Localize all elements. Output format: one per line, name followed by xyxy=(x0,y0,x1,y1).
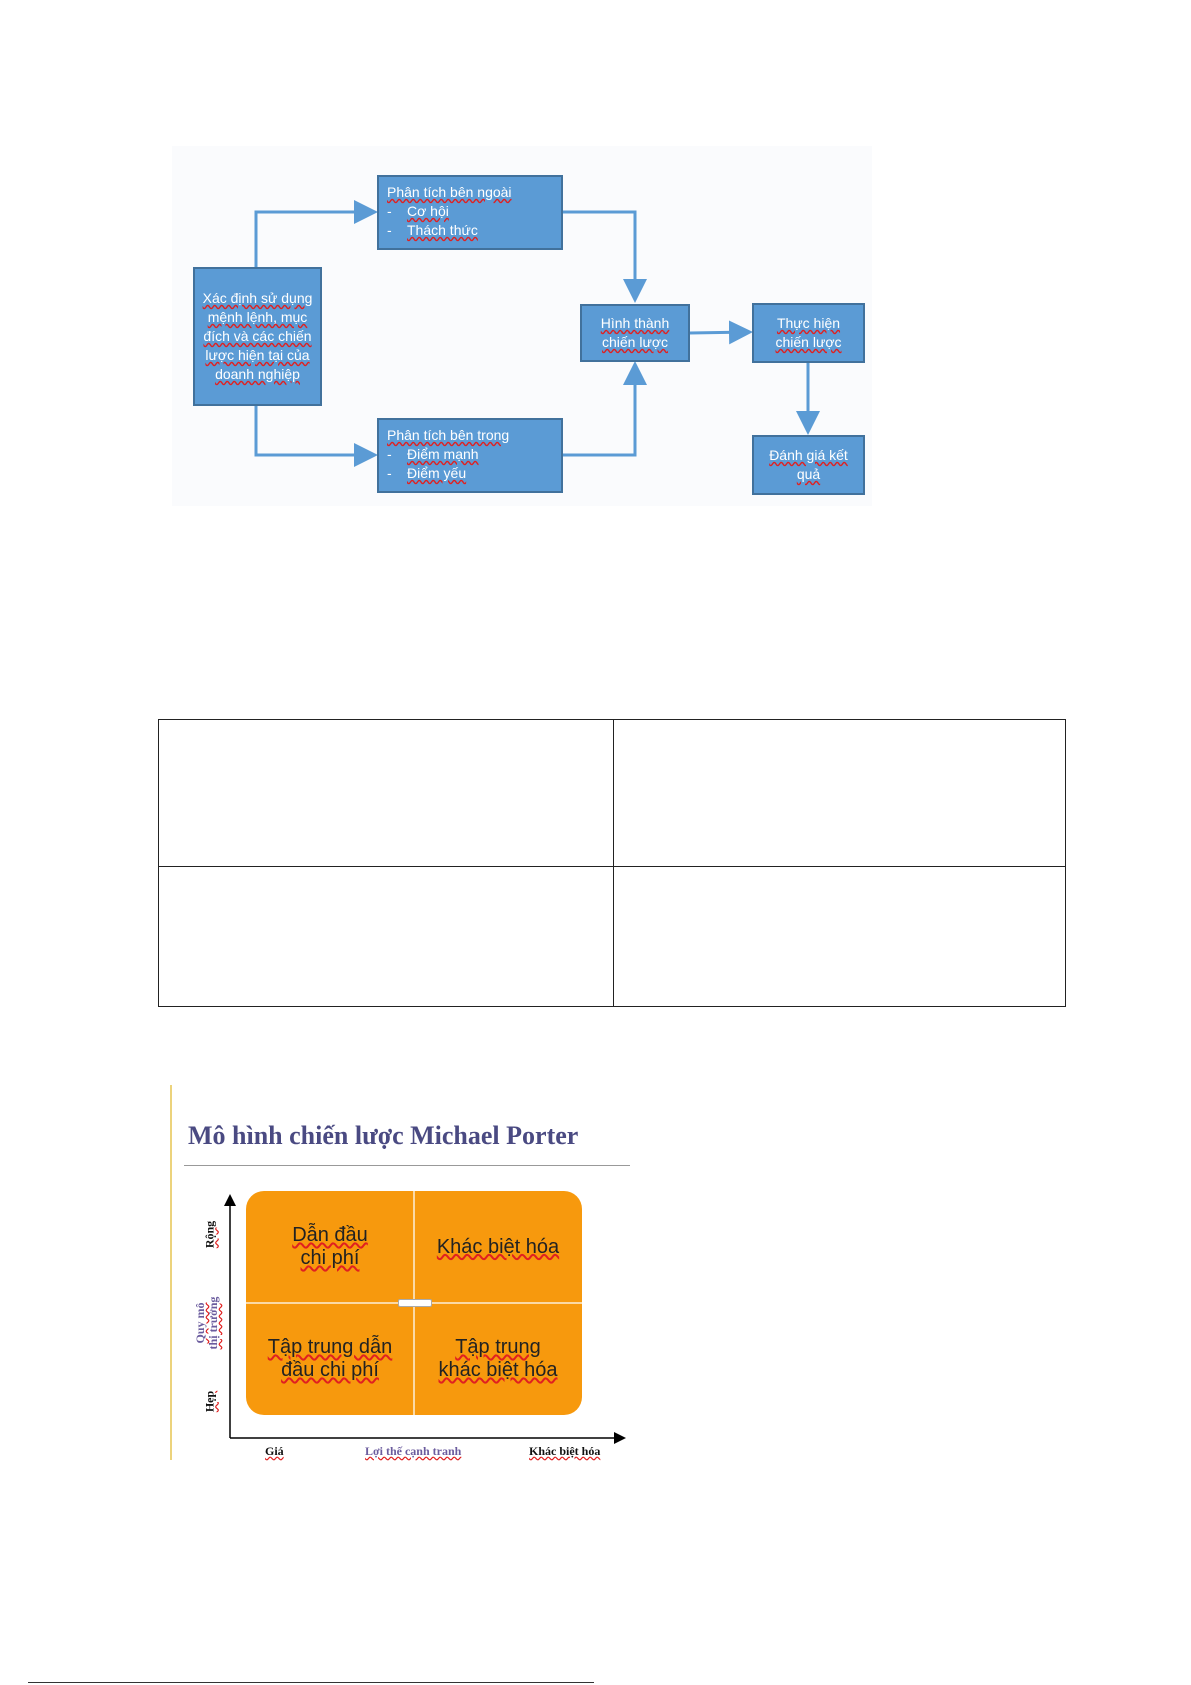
footer-rule xyxy=(28,1682,594,1683)
y-label-narrow: Hẹp xyxy=(202,1390,217,1413)
start-box-line: lược hiện tại của xyxy=(205,347,310,363)
formulate-line: chiến lược xyxy=(601,334,669,350)
divider-handle xyxy=(398,1299,432,1307)
start-box-line: đích và các chiến xyxy=(203,328,312,344)
arrow-start-to-external xyxy=(254,200,378,267)
flowchart-connectors xyxy=(254,200,820,467)
implement-line: chiến lược xyxy=(775,334,842,350)
x-label-differentiation: Khác biệt hóa xyxy=(529,1444,601,1458)
formulate-strategy-box: Hình thành chiến lược xyxy=(580,304,690,362)
table-cell xyxy=(158,866,614,1007)
formulate-line: Hình thành xyxy=(600,315,670,331)
internal-analysis-box: Phân tích bên trong -Điểm mạnh -Điểm yếu xyxy=(377,418,563,493)
table-cell xyxy=(613,866,1066,1007)
external-analysis-box: Phân tích bên ngoài -Cơ hội -Thách thức xyxy=(377,175,563,250)
table-row xyxy=(158,719,1066,867)
x-label-competitive-advantage: Lợi thế cạnh tranh xyxy=(365,1444,462,1458)
start-box-line: doanh nghiệp xyxy=(215,366,300,382)
start-box-line: mệnh lệnh, mục xyxy=(207,309,308,325)
arrow-external-to-formulate xyxy=(563,210,647,303)
table-cell xyxy=(613,719,1066,867)
x-label-price: Giá xyxy=(265,1444,284,1458)
internal-item: -Điểm yếu xyxy=(387,465,467,481)
internal-analysis-title: Phân tích bên trong xyxy=(387,427,510,443)
figure-edge xyxy=(170,1085,172,1460)
quadrant-differentiation: Khác biệt hóa xyxy=(436,1235,560,1258)
y-label-market-scope: Quy mô thị trường xyxy=(193,1296,220,1350)
external-item: -Thách thức xyxy=(387,222,478,238)
evaluate-results-box: Đánh giá kết quả xyxy=(752,435,865,495)
strategy-flowchart: Xác định sử dụng mệnh lệnh, mục đích và … xyxy=(172,146,872,506)
evaluate-line: quả xyxy=(796,466,821,482)
external-item: -Cơ hội xyxy=(387,203,449,219)
implement-line: Thực hiện xyxy=(776,315,841,331)
table-row xyxy=(158,866,1066,1007)
start-box: Xác định sử dụng mệnh lệnh, mục đích và … xyxy=(193,267,322,406)
porter-axes xyxy=(224,1194,626,1444)
arrow-internal-to-formulate xyxy=(563,361,647,457)
arrow-start-to-internal xyxy=(254,406,378,467)
implement-strategy-box: Thực hiện chiến lược xyxy=(752,303,865,363)
internal-item: -Điểm mạnh xyxy=(387,446,479,462)
blank-table xyxy=(158,719,1066,1007)
y-label-wide: Rộng xyxy=(202,1220,217,1249)
external-analysis-title: Phân tích bên ngoài xyxy=(387,184,512,200)
porter-strategy-figure: Mô hình chiến lược Michael Porter Dẫn đầ… xyxy=(170,1085,660,1460)
arrow-formulate-to-implement xyxy=(689,320,753,345)
evaluate-line: Đánh giá kết xyxy=(769,447,848,463)
table-cell xyxy=(158,719,614,867)
porter-title: Mô hình chiến lược Michael Porter xyxy=(188,1121,579,1150)
start-box-line: Xác định sử dụng xyxy=(202,290,313,306)
title-divider xyxy=(184,1165,630,1166)
